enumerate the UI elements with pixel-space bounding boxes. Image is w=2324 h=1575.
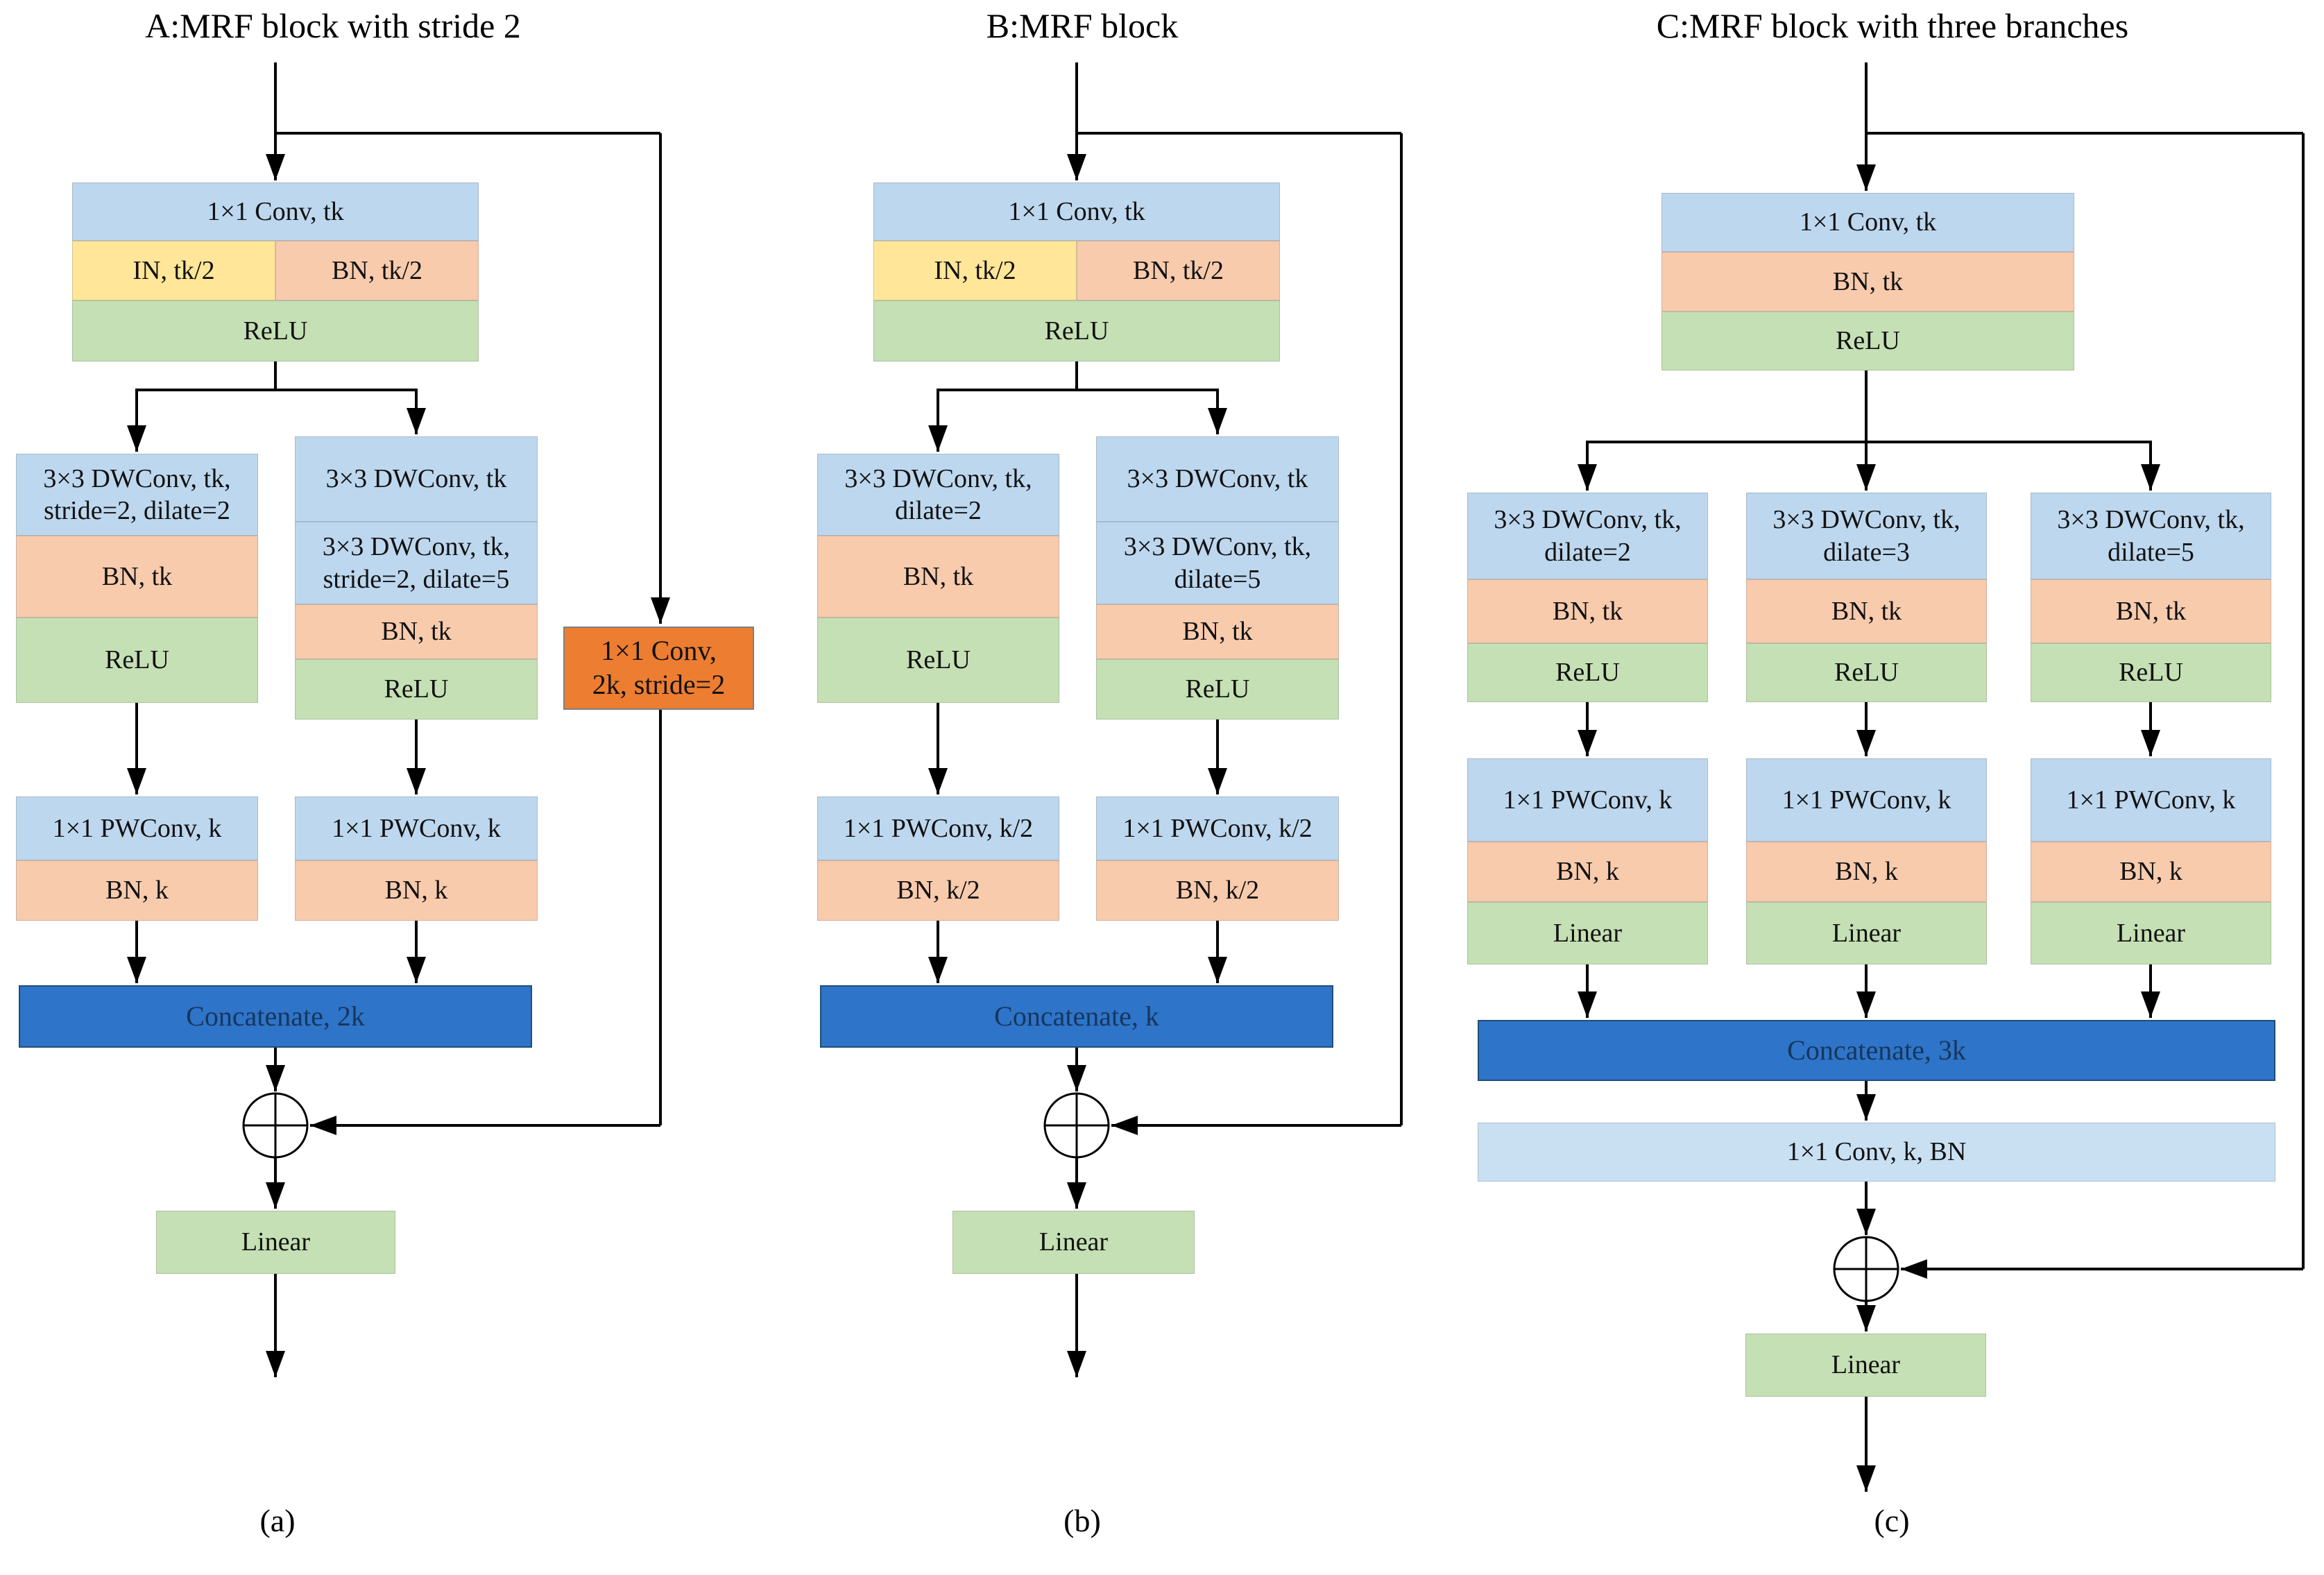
c-pw1-stack: 1×1 PWConv, k BN, k Linear (1467, 758, 1708, 964)
c-conv-bn-label: 1×1 Conv, k, BN (1478, 1123, 2275, 1182)
b-left-dwconv-box: 3×3 DWConv, tk, dilate=2 (817, 454, 1059, 536)
b-branch-right-stack: 3×3 DWConv, tk 3×3 DWConv, tk, dilate=5 … (1096, 436, 1339, 720)
b-concat-bar: Concatenate, k (820, 985, 1333, 1048)
a-left-relu-box: ReLU (16, 618, 258, 703)
c-top-stack: 1×1 Conv, tk BN, tk ReLU (1661, 193, 2074, 371)
c-branch1-dwconv-box: 3×3 DWConv, tk, dilate=2 (1467, 493, 1708, 579)
b-pw-right-conv-box: 1×1 PWConv, k/2 (1096, 797, 1339, 860)
panel-c-wires (1578, 62, 2305, 1492)
c-branch3-dwconv-box: 3×3 DWConv, tk, dilate=5 (2031, 493, 2271, 579)
caption-b: (b) (1063, 1503, 1101, 1538)
b-linear-label: Linear (952, 1211, 1195, 1274)
b-top-in-box: IN, tk/2 (873, 241, 1077, 300)
b-top-relu-box: ReLU (873, 300, 1280, 361)
a-pw-left-stack: 1×1 PWConv, k BN, k (16, 797, 258, 921)
c-conv-bn-bar: 1×1 Conv, k, BN (1478, 1123, 2275, 1182)
b-top-norm-split: IN, tk/2 BN, tk/2 (873, 241, 1280, 300)
a-top-bn-box: BN, tk/2 (275, 241, 479, 300)
caption-a: (a) (259, 1503, 296, 1538)
a-top-relu-box: ReLU (72, 300, 479, 361)
c-branch3-bn-box: BN, tk (2031, 579, 2271, 643)
c-pw2-conv-box: 1×1 PWConv, k (1746, 758, 1987, 842)
a-linear-label: Linear (156, 1211, 395, 1274)
a-pw-right-bn-box: BN, k (295, 860, 538, 921)
a-right-dwconv2-box: 3×3 DWConv, tk, stride=2, dilate=5 (295, 522, 538, 604)
c-branch1-relu-box: ReLU (1467, 643, 1708, 702)
a-branch-left-stack: 3×3 DWConv, tk, stride=2, dilate=2 BN, t… (16, 454, 258, 703)
a-left-bn-box: BN, tk (16, 536, 258, 618)
c-branch1-stack: 3×3 DWConv, tk, dilate=2 BN, tk ReLU (1467, 493, 1708, 702)
panel-b-title: B:MRF block (986, 6, 1179, 45)
b-right-relu-box: ReLU (1096, 659, 1339, 720)
c-branch3-stack: 3×3 DWConv, tk, dilate=5 BN, tk ReLU (2031, 493, 2271, 702)
c-top-bn-box: BN, tk (1661, 252, 2074, 312)
caption-c: (c) (1874, 1503, 1910, 1538)
b-right-dwconv1-box: 3×3 DWConv, tk (1096, 436, 1339, 522)
c-add-icon (1833, 1236, 1899, 1302)
a-branch-right-stack: 3×3 DWConv, tk 3×3 DWConv, tk, stride=2,… (295, 436, 538, 720)
b-right-dwconv2-box: 3×3 DWConv, tk, dilate=5 (1096, 522, 1339, 604)
c-pw2-bn-box: BN, k (1746, 842, 1987, 902)
a-linear-box: Linear (156, 1211, 395, 1274)
c-branch2-bn-box: BN, tk (1746, 579, 1987, 643)
c-pw3-conv-box: 1×1 PWConv, k (2031, 758, 2271, 842)
a-right-relu-box: ReLU (295, 659, 538, 720)
c-branch3-relu-box: ReLU (2031, 643, 2271, 702)
b-pw-right-bn-box: BN, k/2 (1096, 860, 1339, 921)
a-concat-label: Concatenate, 2k (19, 985, 532, 1048)
c-pw3-linear-box: Linear (2031, 902, 2271, 964)
a-pw-right-stack: 1×1 PWConv, k BN, k (295, 797, 538, 921)
a-right-bn-box: BN, tk (295, 604, 538, 659)
b-pw-right-stack: 1×1 PWConv, k/2 BN, k/2 (1096, 797, 1339, 921)
c-branch1-bn-box: BN, tk (1467, 579, 1708, 643)
c-pw3-bn-box: BN, k (2031, 842, 2271, 902)
a-top-norm-split: IN, tk/2 BN, tk/2 (72, 241, 479, 300)
b-left-bn-box: BN, tk (817, 536, 1059, 618)
a-pw-right-conv-box: 1×1 PWConv, k (295, 797, 538, 860)
b-concat-label: Concatenate, k (820, 985, 1333, 1048)
a-top-conv-box: 1×1 Conv, tk (72, 182, 479, 241)
a-concat-bar: Concatenate, 2k (19, 985, 532, 1048)
panel-a-wires (127, 62, 670, 1377)
b-linear-box: Linear (952, 1211, 1195, 1274)
c-pw1-conv-box: 1×1 PWConv, k (1467, 758, 1708, 842)
b-right-bn-box: BN, tk (1096, 604, 1339, 659)
c-linear-box: Linear (1745, 1334, 1986, 1397)
c-pw3-stack: 1×1 PWConv, k BN, k Linear (2031, 758, 2271, 964)
panel-c-title: C:MRF block with three branches (1656, 6, 2129, 45)
c-linear-label: Linear (1745, 1334, 1986, 1397)
b-pw-left-bn-box: BN, k/2 (817, 860, 1059, 921)
c-top-conv-box: 1×1 Conv, tk (1661, 193, 2074, 252)
a-add-icon (242, 1092, 309, 1159)
panel-b-wires (928, 62, 1403, 1377)
b-add-icon (1043, 1092, 1110, 1159)
a-pw-left-bn-box: BN, k (16, 860, 258, 921)
c-branch2-relu-box: ReLU (1746, 643, 1987, 702)
a-shortcut-conv-label: 1×1 Conv, 2k, stride=2 (563, 627, 754, 710)
b-branch-left-stack: 3×3 DWConv, tk, dilate=2 BN, tk ReLU (817, 454, 1059, 703)
b-top-conv-box: 1×1 Conv, tk (873, 182, 1280, 241)
c-top-relu-box: ReLU (1661, 312, 2074, 371)
b-top-bn-box: BN, tk/2 (1077, 241, 1280, 300)
b-pw-left-stack: 1×1 PWConv, k/2 BN, k/2 (817, 797, 1059, 921)
a-pw-left-conv-box: 1×1 PWConv, k (16, 797, 258, 860)
c-concat-bar: Concatenate, 3k (1478, 1020, 2275, 1081)
c-pw2-stack: 1×1 PWConv, k BN, k Linear (1746, 758, 1987, 964)
b-left-relu-box: ReLU (817, 618, 1059, 703)
c-pw2-linear-box: Linear (1746, 902, 1987, 964)
a-top-stack: 1×1 Conv, tk IN, tk/2 BN, tk/2 ReLU (72, 182, 479, 361)
c-pw1-linear-box: Linear (1467, 902, 1708, 964)
b-top-stack: 1×1 Conv, tk IN, tk/2 BN, tk/2 ReLU (873, 182, 1280, 361)
b-pw-left-conv-box: 1×1 PWConv, k/2 (817, 797, 1059, 860)
c-branch2-stack: 3×3 DWConv, tk, dilate=3 BN, tk ReLU (1746, 493, 1987, 702)
a-top-in-box: IN, tk/2 (72, 241, 275, 300)
c-pw1-bn-box: BN, k (1467, 842, 1708, 902)
a-right-dwconv1-box: 3×3 DWConv, tk (295, 436, 538, 522)
a-left-dwconv-box: 3×3 DWConv, tk, stride=2, dilate=2 (16, 454, 258, 536)
c-concat-label: Concatenate, 3k (1478, 1020, 2275, 1081)
panel-a-title: A:MRF block with stride 2 (145, 6, 521, 45)
c-branch2-dwconv-box: 3×3 DWConv, tk, dilate=3 (1746, 493, 1987, 579)
a-shortcut-conv-box: 1×1 Conv, 2k, stride=2 (563, 627, 754, 710)
